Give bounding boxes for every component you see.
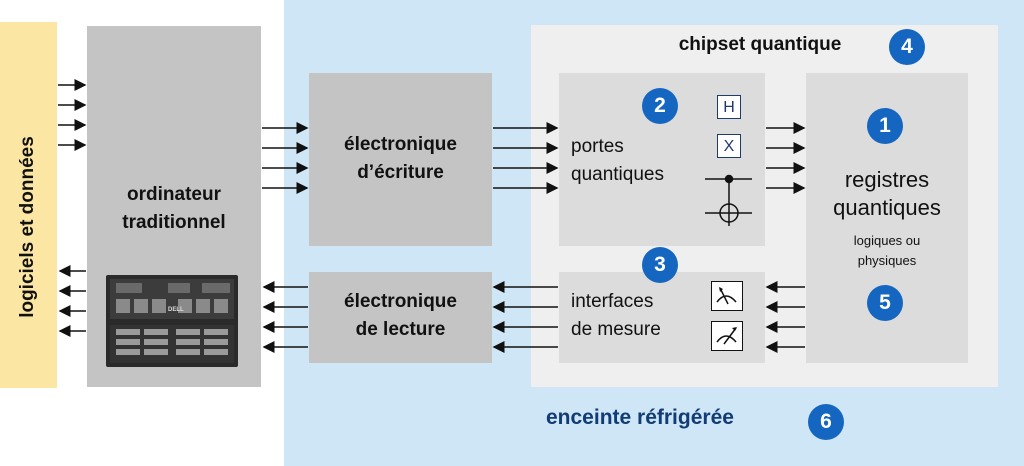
gates-label-line2: quantiques (571, 164, 664, 185)
x-gate-icon: X (717, 134, 741, 158)
meas-label-line2: de mesure (571, 319, 661, 340)
write-label-line1: électronique (344, 134, 457, 155)
badge-1: 1 (867, 108, 903, 144)
data-arrows (58, 79, 806, 353)
write-electronics-label: électronique d’écriture (309, 131, 492, 187)
read-label-line1: électronique (344, 291, 457, 312)
registers-label-line2: quantiques (833, 195, 941, 220)
quantum-gates-label: portes quantiques (571, 133, 664, 189)
registers-sublabel: logiques ou physiques (806, 231, 968, 271)
hadamard-gate-icon: H (717, 95, 741, 119)
read-label-line2: de lecture (355, 319, 446, 340)
registers-sub-line1: logiques ou (853, 233, 921, 248)
badge-6: 6 (808, 404, 844, 440)
fridge-label: enceinte réfrigérée (546, 406, 734, 429)
registers-label-line1: registres (844, 167, 930, 192)
measurement-meter-icon (711, 281, 743, 311)
registers-sub-line2: physiques (857, 253, 917, 268)
badge-2: 2 (642, 88, 678, 124)
server-rack-drawing (110, 279, 234, 363)
meas-label-line1: interfaces (571, 291, 654, 312)
measurement-label: interfaces de mesure (571, 288, 661, 344)
chipset-title: chipset quantique (678, 34, 842, 55)
software-data-strip: logiciels et données (0, 22, 57, 388)
read-electronics-box: électronique de lecture (309, 272, 492, 363)
registers-label: registres quantiques (806, 166, 968, 222)
computer-label-line2: traditionnel (122, 212, 226, 233)
computer-label: ordinateur traditionnel (87, 181, 261, 237)
badge-3: 3 (642, 247, 678, 283)
gates-label-line1: portes (571, 136, 624, 157)
cnot-gate-icon (705, 174, 752, 226)
computer-label-line1: ordinateur (127, 184, 221, 205)
write-electronics-box: électronique d’écriture (309, 73, 492, 246)
server-rack-image: DELL (106, 275, 238, 367)
write-label-line2: d’écriture (357, 162, 444, 183)
badge-5: 5 (867, 285, 903, 321)
server-brand-logo: DELL (168, 307, 184, 313)
measurement-meter-icon-2 (711, 321, 743, 351)
badge-4: 4 (889, 29, 925, 65)
read-electronics-label: électronique de lecture (309, 288, 492, 344)
